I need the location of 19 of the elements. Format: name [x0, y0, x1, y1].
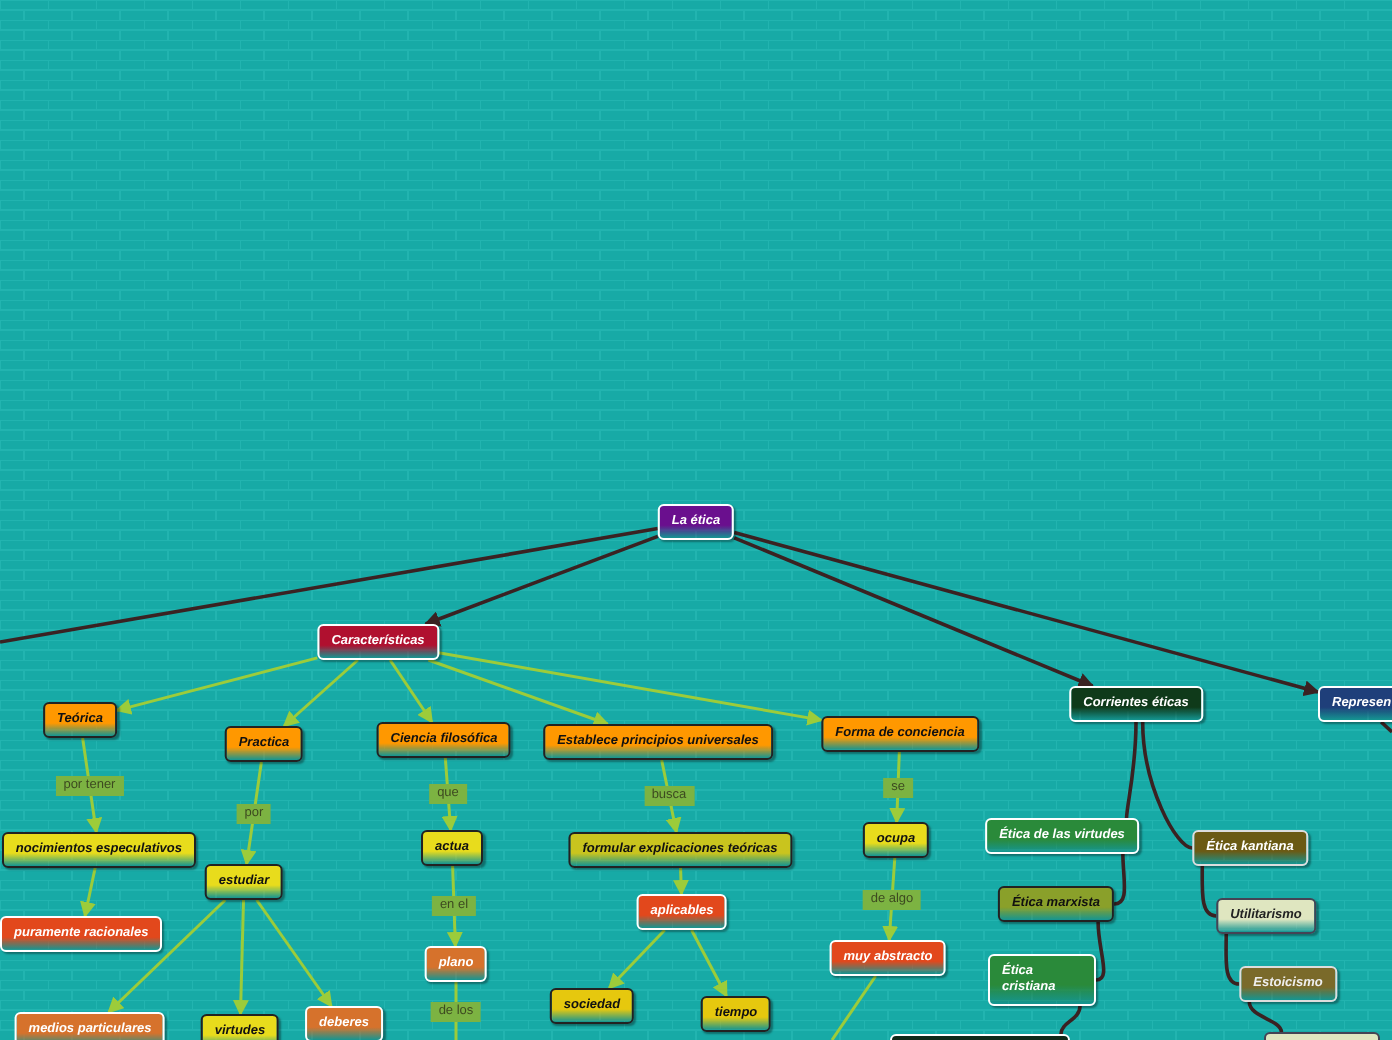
connector-arrow [607, 928, 666, 990]
connector-arrow [232, 899, 249, 1016]
connector-arrow [733, 536, 1095, 689]
connector-arrow [446, 865, 463, 948]
connector-arrow [672, 867, 689, 896]
connector-arrow [438, 651, 824, 726]
connector-arrow [240, 761, 263, 866]
connector-arrow [427, 658, 610, 727]
connector-arrow [733, 530, 1320, 697]
connector-arrow [423, 534, 659, 627]
connector-arrow [255, 899, 333, 1008]
connector-arrow [107, 898, 227, 1014]
connector-arrow [889, 751, 906, 824]
connector-arrow [282, 658, 359, 728]
connector-arrow [441, 757, 458, 832]
connector-arrow [114, 656, 318, 715]
connector-arrow [388, 659, 434, 724]
connector-arrow [80, 867, 97, 918]
connector-arrow [690, 929, 728, 998]
